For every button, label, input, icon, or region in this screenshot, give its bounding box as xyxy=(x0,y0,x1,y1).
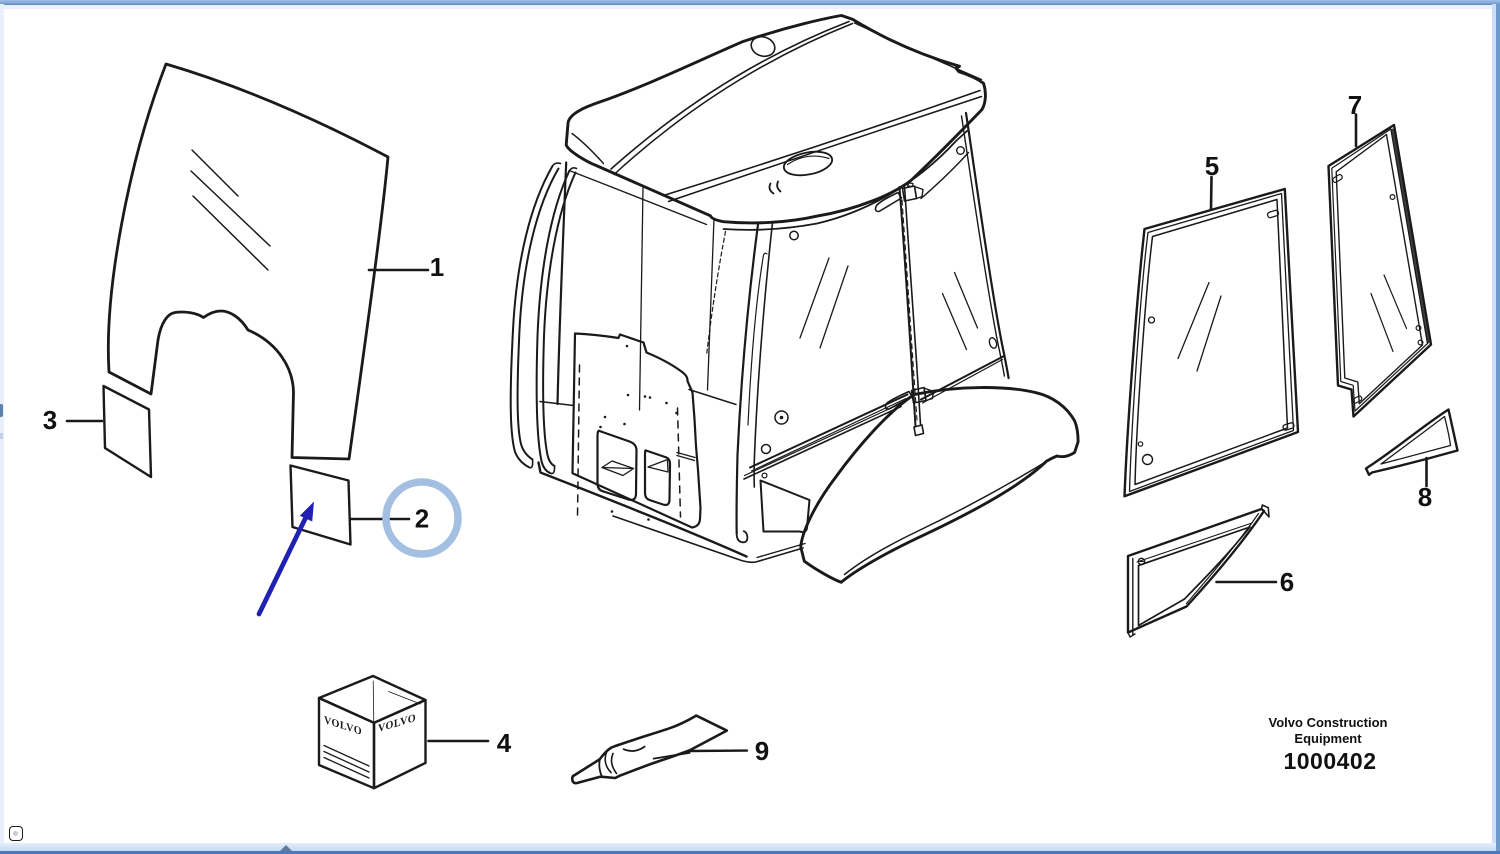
svg-text:6: 6 xyxy=(1280,567,1294,597)
svg-text:VOLVO: VOLVO xyxy=(324,714,362,738)
svg-text:5: 5 xyxy=(1205,151,1219,181)
svg-text:3: 3 xyxy=(43,405,57,435)
svg-text:VOLVO: VOLVO xyxy=(378,712,416,735)
svg-text:9: 9 xyxy=(755,736,769,766)
svg-text:2: 2 xyxy=(415,504,429,534)
svg-text:7: 7 xyxy=(1348,90,1362,120)
svg-text:4: 4 xyxy=(497,728,512,758)
svg-text:Equipment: Equipment xyxy=(1294,731,1362,746)
svg-text:1: 1 xyxy=(430,252,444,282)
svg-text:Volvo Construction: Volvo Construction xyxy=(1269,715,1388,730)
svg-text:1000402: 1000402 xyxy=(1283,748,1376,774)
svg-text:8: 8 xyxy=(1418,482,1432,512)
